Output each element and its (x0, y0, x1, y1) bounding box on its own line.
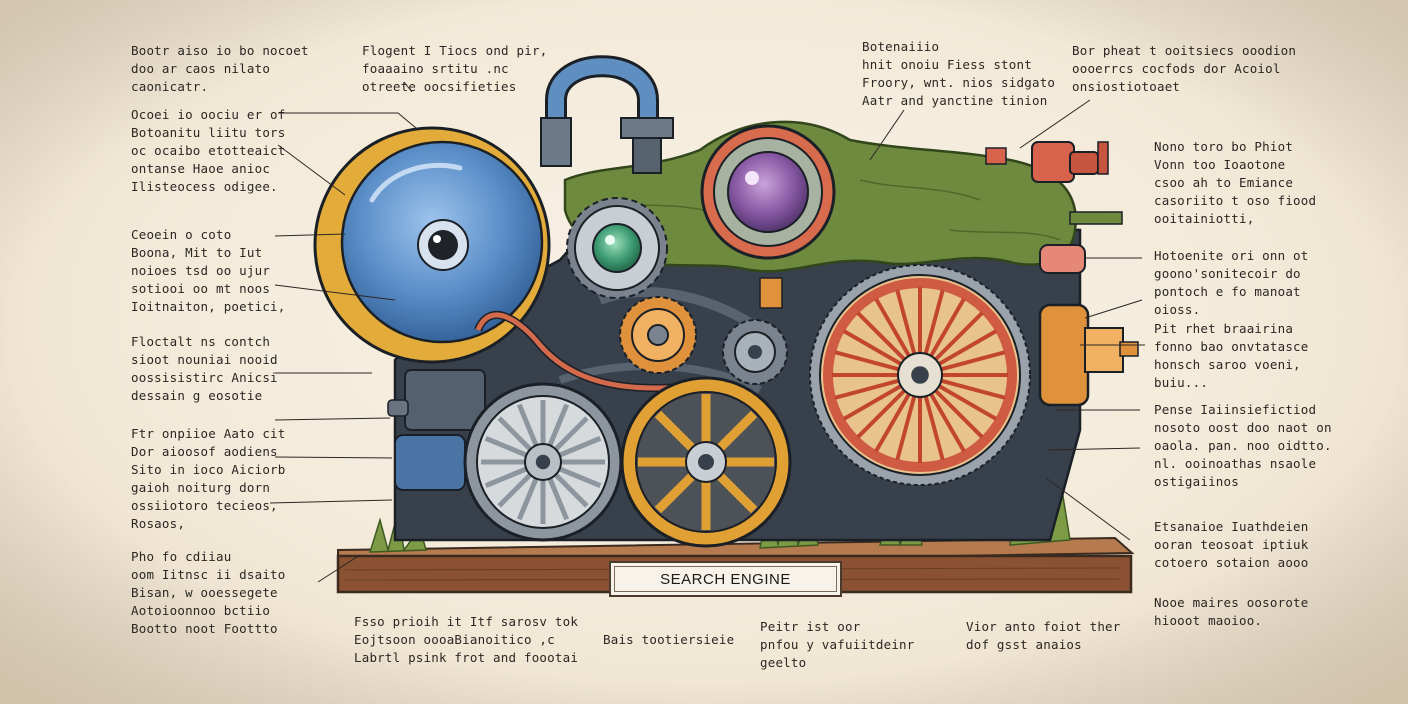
wheel-spoke (856, 311, 909, 364)
purple-lens (700, 124, 836, 260)
wheel-spoke (497, 416, 535, 454)
gray-spoked-wheel (463, 382, 623, 542)
wheel-spoke (654, 410, 700, 456)
wheel-spoke (551, 416, 589, 454)
annotation-right-5: Etsanaioe Iuathdeien ooran teosoat iptiu… (1154, 519, 1309, 570)
wheel-spoke (934, 382, 998, 421)
leader-lines (269, 81, 1145, 583)
plaque-label: SEARCH ENGINE (660, 570, 791, 588)
wheel-spoke (484, 435, 532, 459)
wheel-axle (911, 366, 929, 384)
annotation-right-2: Hotoenite ori onn ot goono'sonitecoir do… (1154, 248, 1309, 317)
green-gear-lens (566, 197, 668, 299)
wheel-axle (698, 454, 714, 470)
wheel-spoke (546, 403, 570, 451)
annotation-left-1: Bootr aiso io bo nocoet doo ar caos nila… (131, 43, 309, 94)
wheel-spoke (934, 329, 998, 368)
annotation-bottom-3: Peitr ist oor pnfou y vafuiitdeinr geelt… (760, 619, 915, 670)
annotation-left-4: Floctalt ns contch sioot nouniai nooid o… (131, 334, 278, 403)
wheel-spoke (895, 289, 918, 359)
wheel-spoke (842, 382, 906, 421)
blue-lens (313, 126, 551, 364)
annotation-top-3: Bor pheat t ooitsiecs ooodion oooerrcs c… (1072, 43, 1297, 94)
annotation-left-2: Ocoei io oociu er of Botoanitu liitu tor… (131, 107, 286, 194)
annotation-bottom-1: Fsso prioih it Itf sarosv tok Eojtsoon o… (354, 614, 579, 665)
wheel-spoke (922, 391, 945, 461)
wheel-spoke (554, 465, 602, 489)
wheel-spoke (516, 473, 540, 521)
wheel-spoke (712, 468, 758, 514)
annotation-right-6: Nooe maires oosorote hiooot maoioo. (1154, 595, 1309, 628)
annotation-bottom-2: Bais tootiersieie (603, 632, 735, 647)
red-spoked-wheel (809, 264, 1031, 486)
wheel-spoke (931, 386, 984, 439)
annotation-right-1: Nono toro bo Phiot Vonn too Ioaotone cso… (1154, 139, 1317, 226)
annotation-bottom-4: Vior anto foiot ther dof gsst anaios (966, 619, 1121, 652)
wheel-axle (535, 454, 551, 470)
wheel-spoke (516, 403, 540, 451)
wheel-spoke (931, 311, 984, 364)
wheel-spoke (922, 289, 945, 359)
wheel-spoke (546, 473, 570, 521)
wheel-spoke (654, 468, 700, 514)
annotation-left-3: Ceoein o coto Boona, Mit to Iut noioes t… (131, 227, 286, 314)
annotation-left-5: Ftr onpiioe Aato cit Dor aioosof aodiens… (131, 426, 286, 531)
wheel-spoke (712, 410, 758, 456)
wheel-spoke (856, 386, 909, 439)
wheel-spoke (834, 350, 904, 373)
wheel-spoke (927, 297, 966, 361)
orange-gear-small (619, 296, 697, 374)
wheel-spoke (554, 435, 602, 459)
wheel-spoke (936, 350, 1006, 373)
wheel-spoke (874, 389, 913, 453)
wheel-spoke (842, 329, 906, 368)
orange-spoked-wheel (620, 376, 792, 548)
gray-gear-small (722, 319, 788, 385)
wheel-spoke (497, 470, 535, 508)
annotation-right-3: Pit rhet braairina fonno bao onvtatasce … (1154, 321, 1309, 390)
wheel-spoke (927, 389, 966, 453)
annotation-left-6: Pho fo cdiiau oom Iitnsc ii dsaito Bisan… (131, 549, 286, 636)
annotation-top-2: Botenaiiio hnit onoiu Fiess stont Froory… (862, 39, 1056, 108)
wheel-spoke (936, 377, 1006, 400)
engine-name-plaque: SEARCH ENGINE (609, 561, 842, 597)
annotation-top-1: Flogent I Tiocs ond pir, foaaaino srtitu… (362, 43, 548, 94)
wheel-spoke (895, 391, 918, 461)
wheel-spoke (874, 297, 913, 361)
annotation-right-4: Pense Iaiinsiefictiod nosoto oost doo na… (1154, 402, 1332, 489)
right-side-fittings (759, 141, 1139, 407)
top-pipe (540, 55, 674, 174)
wheel-spoke (834, 377, 904, 400)
wheel-spoke (551, 470, 589, 508)
wheel-spoke (484, 465, 532, 489)
